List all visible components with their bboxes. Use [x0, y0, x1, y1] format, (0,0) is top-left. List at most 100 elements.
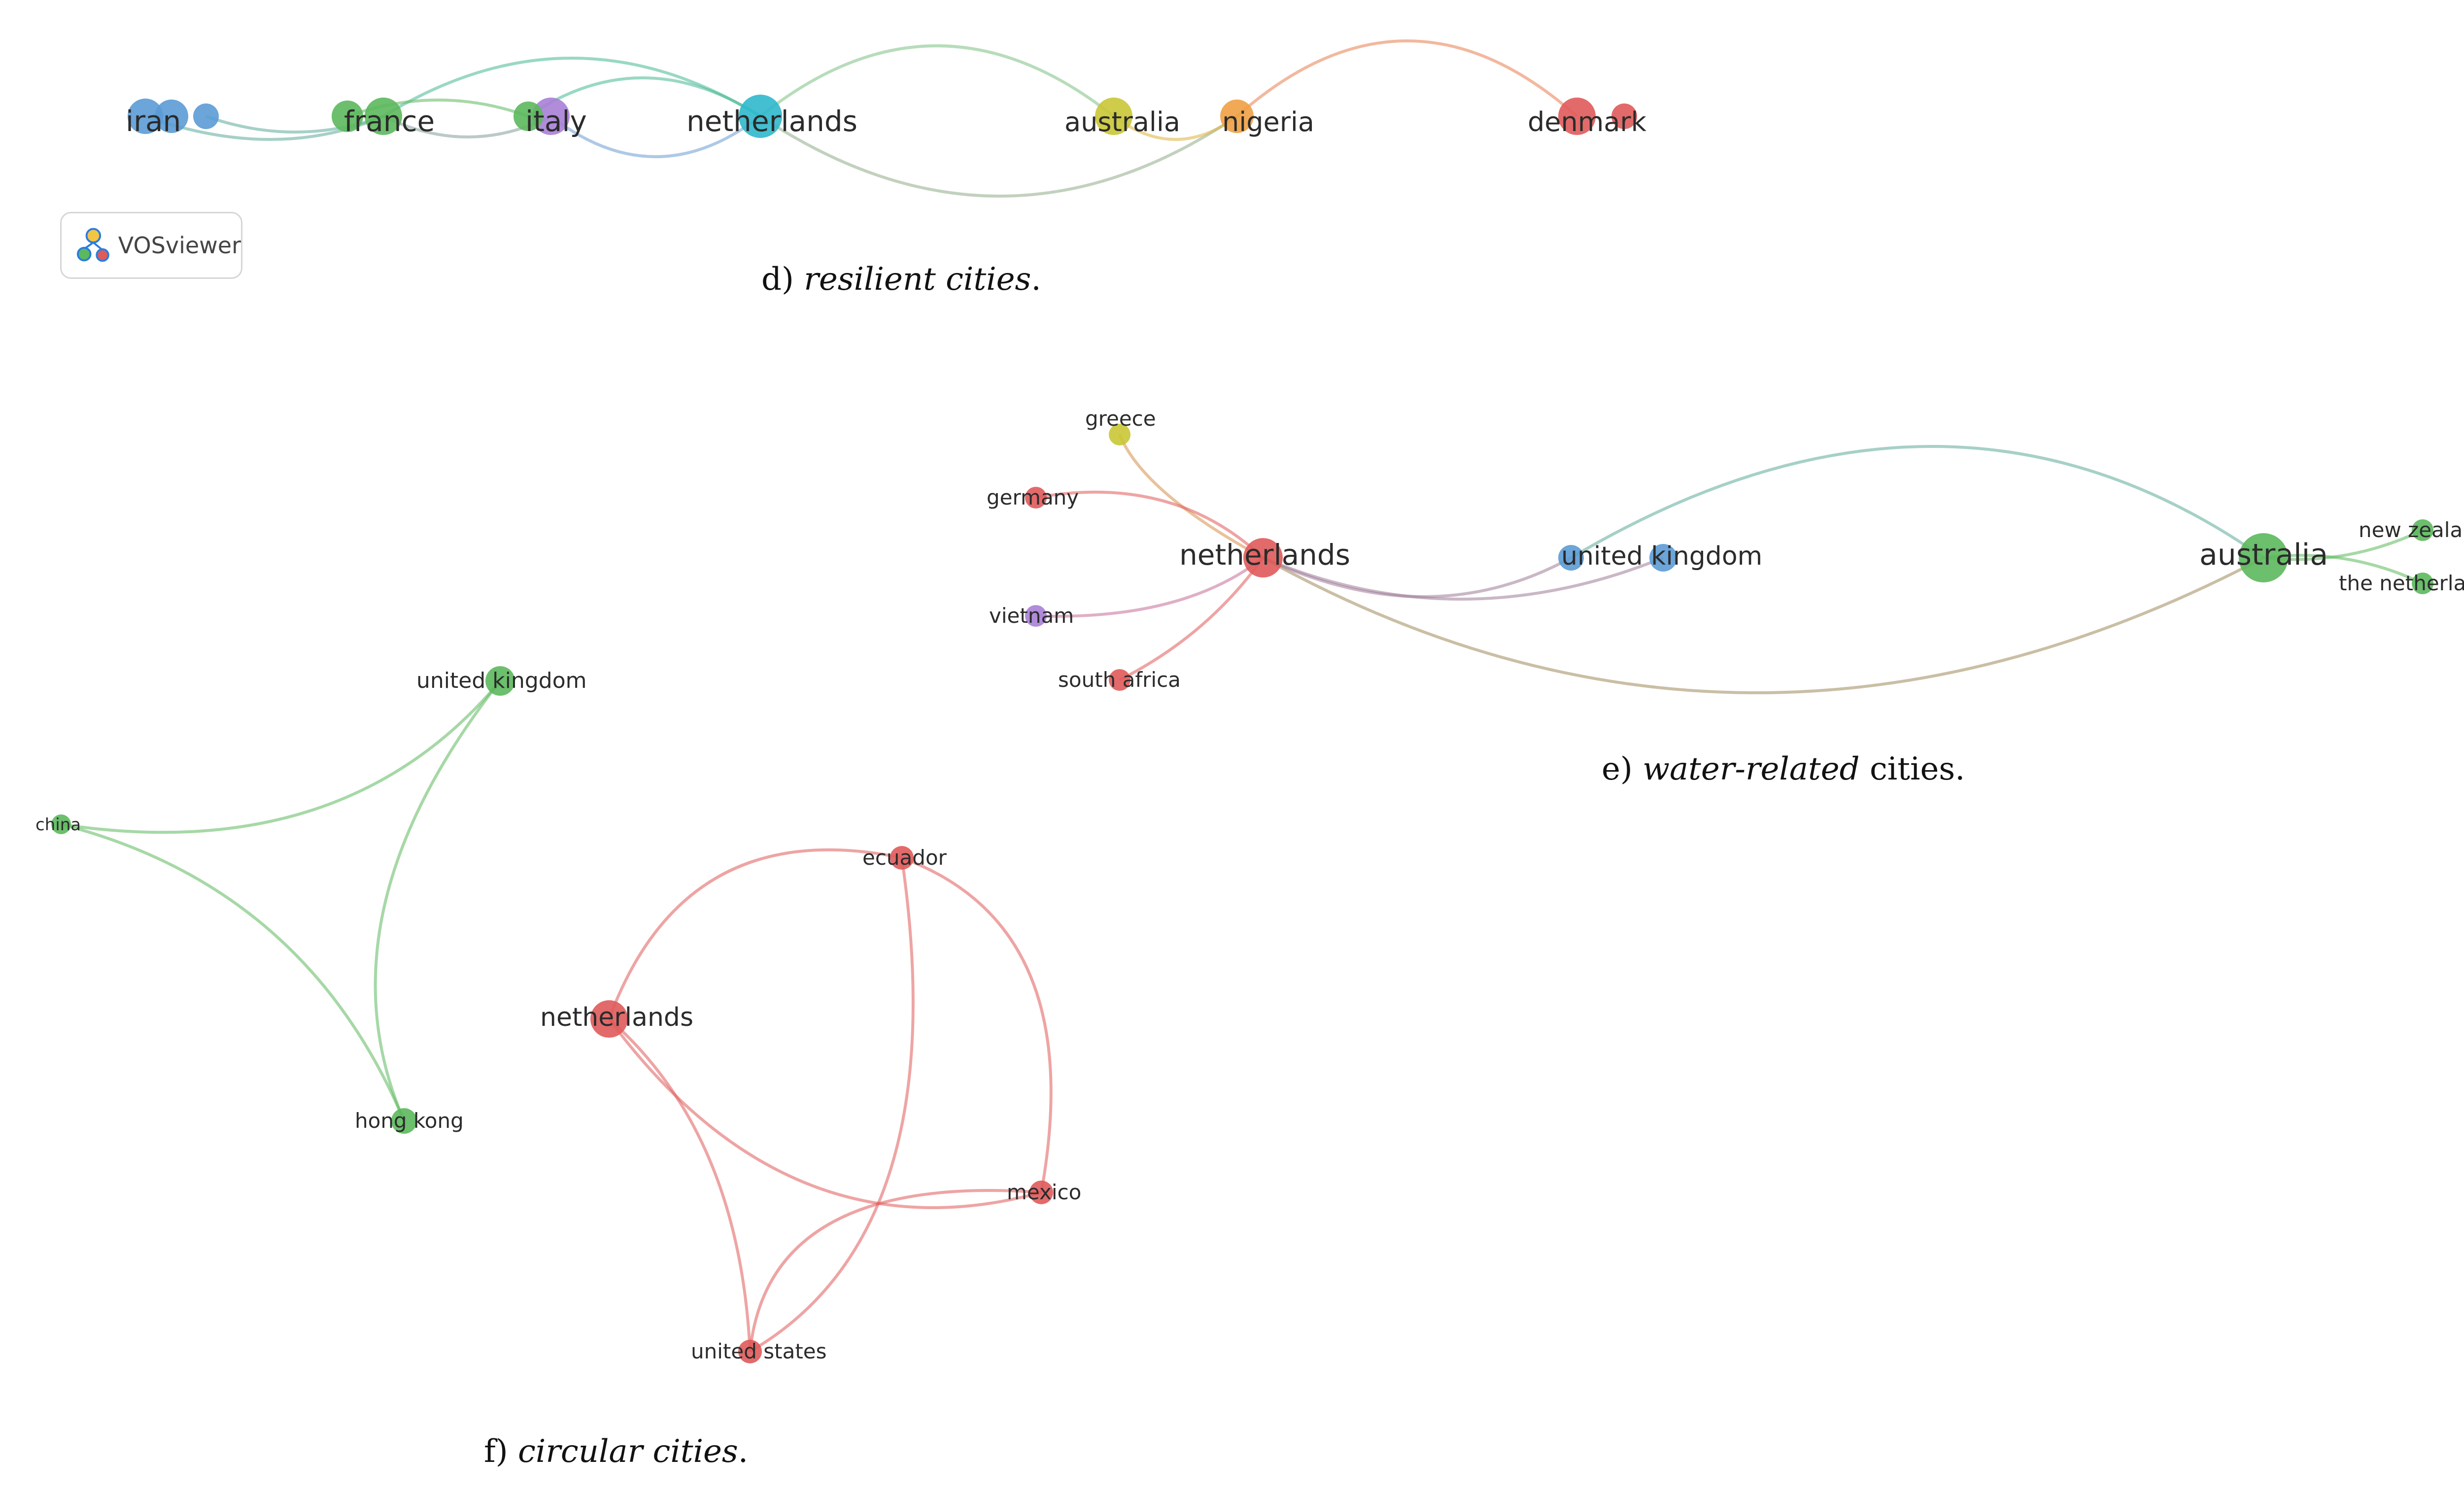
caption-f-title: circular cities	[518, 1433, 738, 1470]
vosviewer-logo-icon	[76, 228, 109, 262]
node-label-f-hong-kong: hong kong	[355, 1109, 464, 1133]
node-label-d-australia: australia	[1064, 106, 1180, 137]
link-f-netherlands-mexico	[608, 1018, 1042, 1209]
node-e-south-africa[interactable]	[1109, 669, 1130, 691]
node-f-united-states[interactable]	[738, 1340, 762, 1363]
node-label-e-uk-a: united kingdom	[1561, 542, 1762, 571]
caption-d-prefix: d)	[761, 261, 804, 298]
caption-e-prefix: e)	[1602, 751, 1643, 787]
link-f-netherlands-united-states	[608, 1017, 752, 1352]
vosviewer-badge-label: VOSviewer	[118, 232, 241, 259]
node-d-italy[interactable]	[532, 98, 570, 135]
node-label-d-france: france	[344, 104, 435, 138]
node-label-e-germany: germany	[987, 485, 1079, 509]
node-d-denmark[interactable]	[1558, 98, 1596, 135]
panel-f-nodes	[51, 666, 1053, 1363]
node-e-uk-a[interactable]	[1558, 545, 1584, 571]
node-e-germany[interactable]	[1025, 487, 1047, 508]
node-d-france-b[interactable]	[332, 101, 363, 132]
node-e-netherlands[interactable]	[1243, 538, 1283, 577]
link-e-uk-a-australia	[1570, 445, 2264, 559]
link-d-nigeria-denmark	[1236, 39, 1578, 118]
vosviewer-badge[interactable]: VOSviewer	[60, 212, 242, 279]
node-label-f-china: china	[35, 815, 81, 835]
panel-d-links	[144, 39, 1578, 198]
node-e-australia[interactable]	[2239, 533, 2288, 582]
caption-d: d) resilient cities.	[761, 261, 1041, 298]
caption-f-prefix: f)	[484, 1433, 518, 1470]
node-label-e-greece: greece	[1085, 406, 1156, 431]
caption-e-title: water-related	[1643, 751, 1859, 787]
node-f-china[interactable]	[51, 814, 71, 834]
node-label-e-vietnam: vietnam	[989, 604, 1074, 628]
link-d-italy-netherlands	[550, 115, 761, 158]
link-e-netherlands-south-africa	[1119, 557, 1265, 681]
link-f-mexico-united-states	[749, 1189, 1042, 1352]
node-d-iran-b[interactable]	[155, 100, 188, 133]
node-label-d-denmark: denmark	[1528, 106, 1647, 137]
node-d-nigeria[interactable]	[1220, 100, 1254, 133]
link-f-united-kingdom-hong-kong	[374, 680, 502, 1122]
caption-d-suffix: .	[1031, 261, 1041, 298]
node-label-e-netherlands: netherlands	[1179, 538, 1350, 572]
node-d-australia[interactable]	[1095, 98, 1132, 135]
caption-e: e) water-related cities.	[1602, 751, 1965, 787]
node-f-mexico[interactable]	[1029, 1181, 1053, 1204]
node-label-e-new-zealand: new zealand	[2359, 518, 2464, 542]
node-d-italy-b[interactable]	[513, 102, 543, 131]
panel-f-labels: united kingdom china hong kong netherlands e…	[35, 668, 1081, 1363]
link-f-ecuador-mexico	[901, 856, 1053, 1193]
panel-e-links	[1035, 434, 2424, 694]
node-label-d-nigeria: nigeria	[1222, 106, 1314, 137]
link-f-china-united-kingdom	[61, 680, 502, 834]
node-e-vietnam[interactable]	[1025, 605, 1047, 627]
caption-f-suffix: .	[738, 1433, 748, 1470]
node-label-f-united-states: united states	[691, 1339, 827, 1363]
link-f-china-hong-kong	[61, 823, 406, 1122]
node-label-d-iran: iran	[126, 104, 181, 138]
node-f-ecuador[interactable]	[890, 846, 914, 870]
link-f-ecuador-united-states	[749, 857, 915, 1353]
link-e-netherlands-vietnam	[1035, 556, 1264, 618]
link-e-netherlands-germany	[1035, 490, 1265, 559]
link-d-netherlands-nigeria	[759, 115, 1238, 198]
node-d-netherlands[interactable]	[739, 95, 782, 138]
caption-d-title: resilient cities	[804, 261, 1031, 298]
node-e-new-zealand[interactable]	[2412, 519, 2433, 541]
node-label-f-ecuador: ecuador	[862, 846, 947, 870]
node-label-e-australia: australia	[2199, 538, 2328, 572]
link-f-netherlands-ecuador	[608, 848, 902, 1020]
node-d-iran[interactable]	[128, 99, 163, 134]
node-e-greece[interactable]	[1109, 424, 1130, 445]
node-f-netherlands[interactable]	[590, 1000, 628, 1038]
panel-d-nodes	[128, 95, 1637, 138]
node-e-uk-b[interactable]	[1649, 544, 1677, 572]
link-d-australia-nigeria	[1113, 115, 1238, 141]
node-d-iran-c[interactable]	[193, 103, 219, 129]
node-label-e-south-africa: south africa	[1058, 668, 1181, 692]
link-d-italy-b-netherlands	[527, 76, 761, 118]
node-label-f-united-kingdom: united kingdom	[416, 668, 586, 693]
node-f-hong-kong[interactable]	[391, 1108, 417, 1134]
node-label-f-mexico: mexico	[1007, 1180, 1081, 1204]
node-d-denmark-b[interactable]	[1611, 103, 1637, 129]
caption-e-suffix: cities.	[1860, 751, 1965, 787]
caption-f: f) circular cities.	[484, 1433, 748, 1470]
node-label-d-netherlands: netherlands	[686, 104, 857, 138]
panel-circular-cities: united kingdom china hong kong netherlands e…	[35, 666, 1081, 1470]
panel-e-nodes	[1025, 424, 2433, 691]
link-e-netherlands-greece	[1118, 434, 1264, 559]
link-e-netherlands-australia	[1262, 556, 2264, 694]
panel-water-related-cities: greece germany netherlands vietnam south afr…	[987, 406, 2464, 787]
panel-f-links	[61, 680, 1053, 1353]
node-e-the-netherlands[interactable]	[2412, 573, 2433, 594]
node-d-france[interactable]	[365, 98, 402, 135]
node-label-f-netherlands: netherlands	[540, 1003, 693, 1032]
link-e-netherlands-uk-b	[1262, 556, 1664, 601]
node-f-united-kingdom[interactable]	[485, 666, 515, 696]
node-label-e-the-netherlands: the netherlands	[2339, 571, 2464, 595]
panel-e-labels: greece germany netherlands vietnam south afr…	[987, 406, 2464, 692]
